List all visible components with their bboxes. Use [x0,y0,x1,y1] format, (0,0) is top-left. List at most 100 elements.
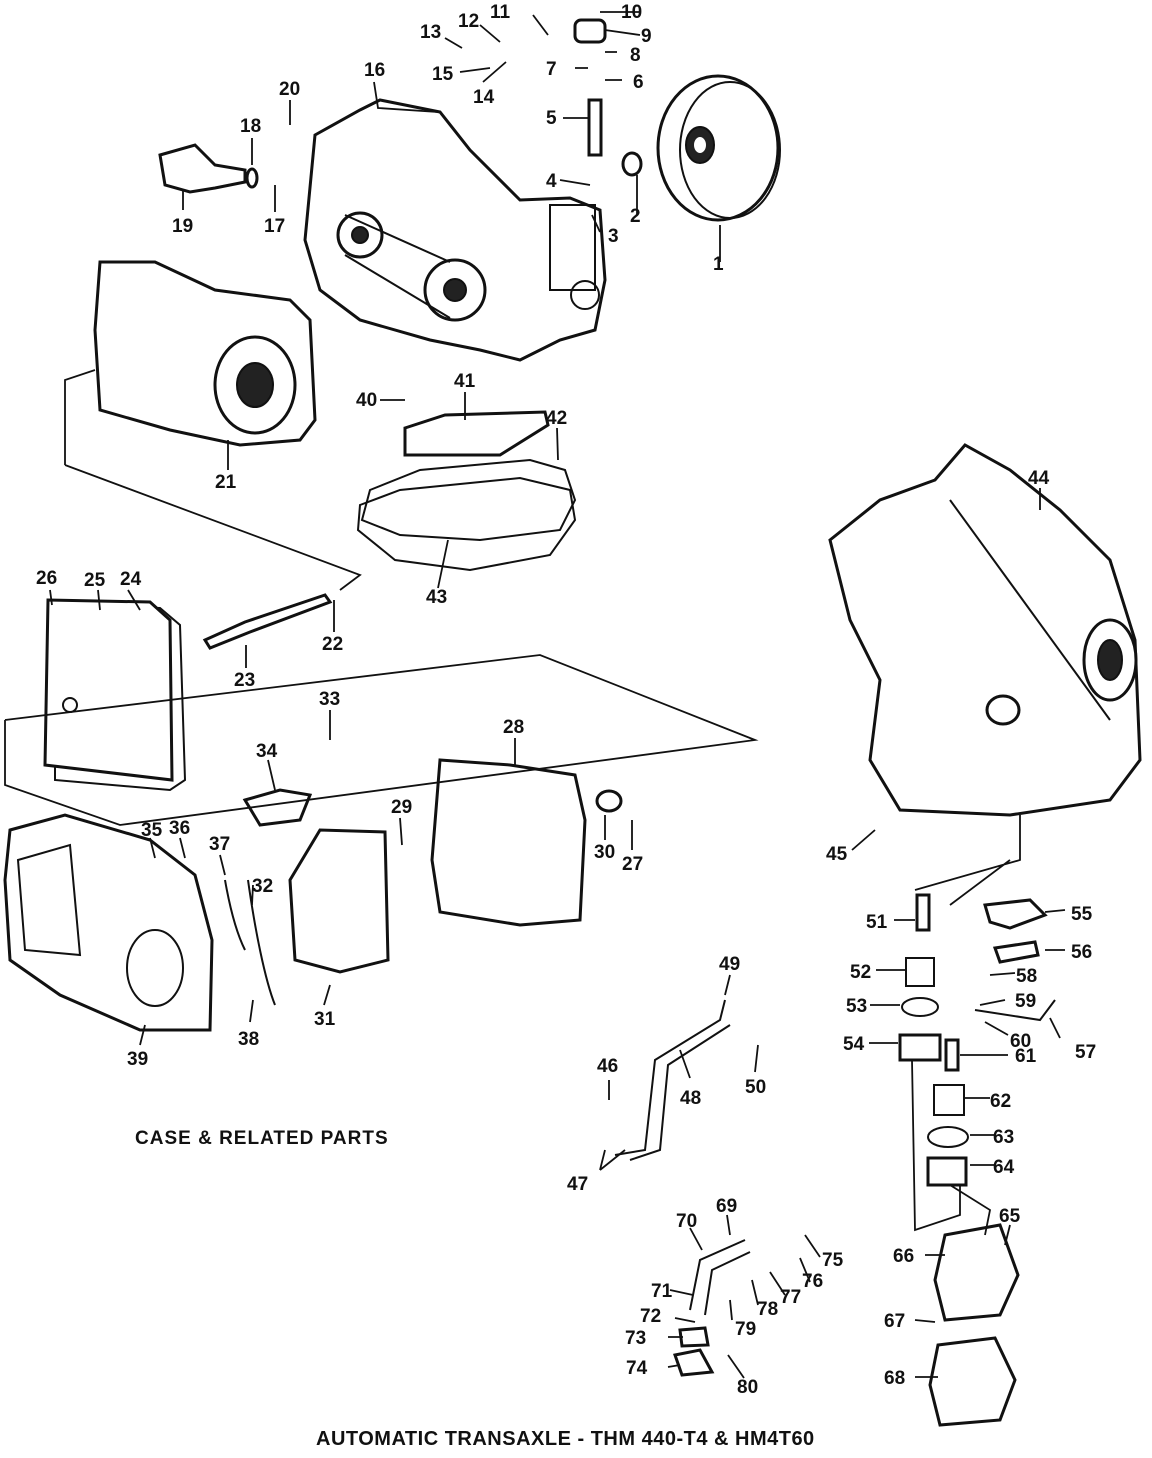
callout-56: 56 [1071,942,1092,963]
cover-part [983,898,1048,930]
callout-60: 60 [1010,1031,1031,1052]
plate-part-2 [928,1336,1017,1427]
callout-33: 33 [319,689,340,710]
cap-part [573,18,607,44]
shaft-part [587,98,603,157]
callout-8: 8 [630,45,641,66]
callout-45: 45 [826,844,848,865]
callout-74: 74 [626,1358,648,1379]
piston-part-2 [926,1156,968,1187]
o-ring-part [245,167,259,189]
callout-59: 59 [1015,991,1036,1012]
part-drawings [3,11,1142,1427]
callout-29: 29 [391,797,412,818]
valve-body-part [430,758,587,927]
callout-37: 37 [209,834,230,855]
clip-part-3 [673,1348,715,1377]
small-tube-part [689,1239,746,1311]
callout-44: 44 [1028,468,1050,489]
callout-18: 18 [240,116,261,137]
spring-part [905,957,935,987]
callout-49: 49 [719,954,740,975]
callout-28: 28 [503,717,524,738]
callout-1: 1 [713,254,724,275]
clip-part [992,940,1040,964]
callout-9: 9 [641,26,652,47]
callout-15: 15 [432,64,454,85]
plate-part [933,1223,1020,1322]
callout-31: 31 [314,1009,336,1030]
callout-10: 10 [621,2,642,23]
callout-72: 72 [640,1306,661,1327]
torque-converter-part [656,74,781,222]
pan-gasket-part [360,458,577,542]
seal-part [621,151,643,177]
section-caption: CASE & RELATED PARTS [135,1128,389,1149]
tube-part-2 [247,879,276,1006]
bushing-part [595,789,623,813]
callout-70: 70 [676,1211,697,1232]
seal-ring-part [901,997,939,1017]
callout-50: 50 [745,1077,766,1098]
callout-55: 55 [1071,904,1093,925]
callout-47: 47 [567,1174,588,1195]
callout-24: 24 [120,569,142,590]
valve-body-plates-part [43,598,187,792]
callout-43: 43 [426,587,447,608]
pin-part [915,893,931,932]
callout-64: 64 [993,1157,1015,1178]
callout-30: 30 [594,842,615,863]
case-cover-part [93,260,317,447]
callout-7: 7 [546,59,557,80]
callout-42: 42 [546,408,567,429]
pipe-assembly-part-2 [629,1024,731,1161]
callout-labels: 1 2 3 4 5 6 7 8 9 10 11 12 13 14 15 16 1… [36,2,1096,1398]
seal-ring-part-2 [927,1126,969,1148]
clip-part-2 [678,1326,710,1348]
callout-25: 25 [84,570,106,591]
callout-5: 5 [546,108,557,129]
callout-11: 11 [490,2,511,23]
oil-filter-part [403,410,550,457]
callout-38: 38 [238,1029,259,1050]
rod-part [974,999,1056,1022]
pin-part-2 [944,1038,960,1072]
callout-16: 16 [364,60,385,81]
callout-23: 23 [234,670,255,691]
callout-51: 51 [866,912,888,933]
callout-36: 36 [169,818,190,839]
callout-14: 14 [473,87,495,108]
callout-19: 19 [172,216,193,237]
callout-27: 27 [622,854,643,875]
lower-pan-part [3,813,214,1032]
callout-32: 32 [252,876,273,897]
callout-75: 75 [822,1250,844,1271]
axle-housing-part [158,143,247,194]
diagram-title: AUTOMATIC TRANSAXLE - THM 440-T4 & HM4T6… [316,1428,815,1450]
callout-46: 46 [597,1056,618,1077]
callout-3: 3 [608,226,619,247]
right-case-part [828,443,1142,817]
callout-69: 69 [716,1196,737,1217]
small-tube-part-2 [704,1251,751,1316]
callout-2: 2 [630,206,641,227]
callout-53: 53 [846,996,867,1017]
callout-52: 52 [850,962,871,983]
callout-67: 67 [884,1311,905,1332]
callout-22: 22 [322,634,343,655]
callout-66: 66 [893,1246,914,1267]
callout-71: 71 [651,1281,673,1302]
callout-77: 77 [780,1287,801,1308]
callout-21: 21 [215,472,237,493]
tube-part [224,879,246,951]
callout-62: 62 [990,1091,1011,1112]
callout-40: 40 [356,390,377,411]
callout-6: 6 [633,72,644,93]
callout-73: 73 [625,1328,646,1349]
callout-34: 34 [256,741,278,762]
callout-4: 4 [546,171,557,192]
callout-41: 41 [454,371,476,392]
callout-58: 58 [1016,966,1037,987]
callout-78: 78 [757,1299,778,1320]
bracket-part [242,788,313,827]
